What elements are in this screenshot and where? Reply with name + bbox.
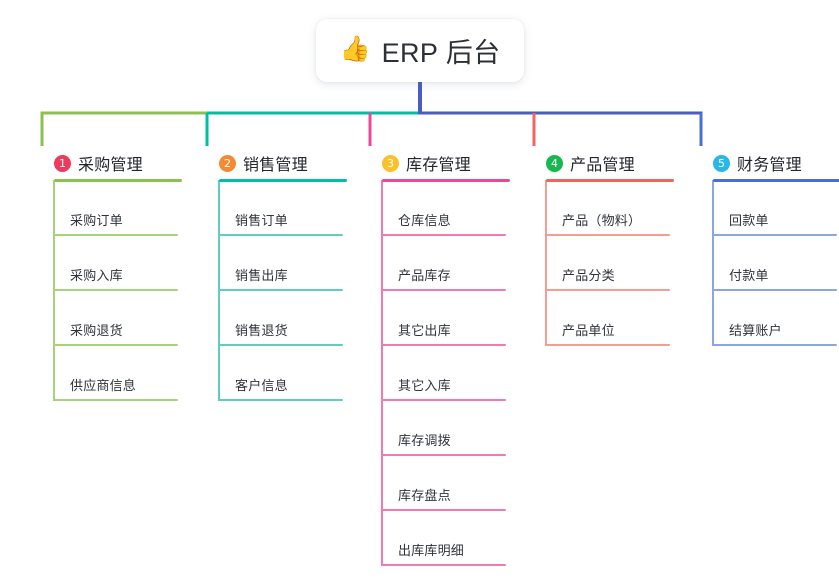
root-node-erp-backend[interactable]: 👍 ERP 后台 [316, 19, 524, 82]
leaf-node[interactable]: 供应商信息 [54, 367, 178, 401]
leaf-node-underline [219, 399, 343, 401]
branch-number-badge: 3 [382, 154, 399, 172]
branch-title: 库存管理 [406, 157, 471, 174]
leaf-node-label: 销售订单 [235, 213, 288, 228]
leaf-node-underline [713, 344, 837, 346]
branch-number-badge: 4 [546, 154, 563, 172]
leaf-node-label: 回款单 [729, 213, 769, 228]
branch-column-2: 2 销售管理销售订单销售出库销售退货客户信息 [203, 146, 363, 401]
leaf-node[interactable]: 产品（物料） [546, 202, 670, 236]
branch-title: 采购管理 [78, 157, 143, 174]
leaf-node[interactable]: 销售退货 [219, 312, 343, 346]
leaf-node-label: 其它入库 [398, 378, 451, 393]
leaf-node-underline [546, 344, 670, 346]
leaf-node-label: 产品（物料） [562, 213, 642, 228]
leaf-node[interactable]: 产品库存 [382, 257, 506, 291]
branch-column-5: 5 财务管理回款单付款单结算账户 [697, 146, 839, 346]
leaf-node[interactable]: 出库库明细 [382, 532, 506, 566]
leaf-node[interactable]: 产品单位 [546, 312, 670, 346]
leaf-node-label: 仓库信息 [398, 213, 451, 228]
leaf-node-label: 出库库明细 [398, 543, 465, 558]
thumbs-up-icon: 👍 [339, 35, 371, 63]
leaf-node-label: 产品单位 [562, 323, 615, 338]
branch-header-5[interactable]: 5 财务管理 [697, 146, 839, 182]
branch-title: 产品管理 [570, 157, 635, 174]
leaf-node[interactable]: 产品分类 [546, 257, 670, 291]
leaf-node-underline [219, 234, 343, 236]
branch-column-1: 1 采购管理采购订单采购入库采购退货供应商信息 [38, 146, 198, 401]
branch-number-badge: 1 [54, 154, 71, 172]
leaf-node[interactable]: 采购订单 [54, 202, 178, 236]
branch-header-underline [713, 179, 839, 182]
leaf-node-underline [382, 344, 506, 346]
leaf-node-label: 产品库存 [398, 268, 451, 283]
leaf-node[interactable]: 客户信息 [219, 367, 343, 401]
leaf-node-underline [382, 289, 506, 291]
leaf-node-label: 结算账户 [729, 323, 782, 338]
leaf-node-label: 供应商信息 [70, 378, 137, 393]
branch-header-underline [546, 179, 674, 182]
branch-title: 财务管理 [737, 157, 802, 174]
leaf-node-label: 产品分类 [562, 268, 615, 283]
root-node-label: ERP 后台 [381, 38, 501, 68]
leaf-node-underline [546, 234, 670, 236]
leaf-node[interactable]: 采购入库 [54, 257, 178, 291]
leaf-node[interactable]: 库存盘点 [382, 477, 506, 511]
leaf-node-underline [546, 289, 670, 291]
branch-header-4[interactable]: 4 产品管理 [530, 146, 690, 182]
leaf-node-label: 销售退货 [235, 323, 288, 338]
branch-header-underline [54, 179, 182, 182]
leaf-node[interactable]: 其它入库 [382, 367, 506, 401]
leaf-node-underline [382, 399, 506, 401]
leaf-node-label: 库存盘点 [398, 488, 451, 503]
leaf-node-underline [382, 454, 506, 456]
branch-title: 销售管理 [243, 157, 308, 174]
branch-header-underline [382, 179, 510, 182]
leaf-node-label: 采购退货 [70, 323, 123, 338]
leaf-node[interactable]: 销售订单 [219, 202, 343, 236]
leaf-node-label: 客户信息 [235, 378, 288, 393]
leaf-node-underline [219, 344, 343, 346]
leaf-node-underline [54, 289, 178, 291]
leaf-node-underline [713, 289, 837, 291]
leaf-node-label: 采购订单 [70, 213, 123, 228]
leaf-node[interactable]: 采购退货 [54, 312, 178, 346]
branch-header-1[interactable]: 1 采购管理 [38, 146, 198, 182]
branch-column-3: 3 库存管理仓库信息产品库存其它出库其它入库库存调拨库存盘点出库库明细 [366, 146, 526, 566]
leaf-node[interactable]: 其它出库 [382, 312, 506, 346]
branch-header-3[interactable]: 3 库存管理 [366, 146, 526, 182]
leaf-node-label: 库存调拨 [398, 433, 451, 448]
leaf-node-underline [54, 399, 178, 401]
branch-column-4: 4 产品管理产品（物料） 产品分类产品单位 [530, 146, 690, 346]
leaf-node-underline [54, 234, 178, 236]
leaf-node-label: 其它出库 [398, 323, 451, 338]
leaf-node[interactable]: 库存调拨 [382, 422, 506, 456]
branch-header-2[interactable]: 2 销售管理 [203, 146, 363, 182]
leaf-node-label: 销售出库 [235, 268, 288, 283]
leaf-node-label: 采购入库 [70, 268, 123, 283]
leaf-node[interactable]: 结算账户 [713, 312, 837, 346]
branch-number-badge: 2 [219, 154, 236, 172]
leaf-node[interactable]: 销售出库 [219, 257, 343, 291]
leaf-node-label: 付款单 [729, 268, 769, 283]
branch-header-underline [219, 179, 347, 182]
leaf-node-underline [219, 289, 343, 291]
leaf-node-underline [713, 234, 837, 236]
leaf-node[interactable]: 仓库信息 [382, 202, 506, 236]
leaf-node-underline [382, 564, 506, 566]
leaf-node-underline [382, 509, 506, 511]
leaf-node[interactable]: 回款单 [713, 202, 837, 236]
leaf-node[interactable]: 付款单 [713, 257, 837, 291]
leaf-node-underline [382, 234, 506, 236]
leaf-node-underline [54, 344, 178, 346]
branch-number-badge: 5 [713, 154, 730, 172]
